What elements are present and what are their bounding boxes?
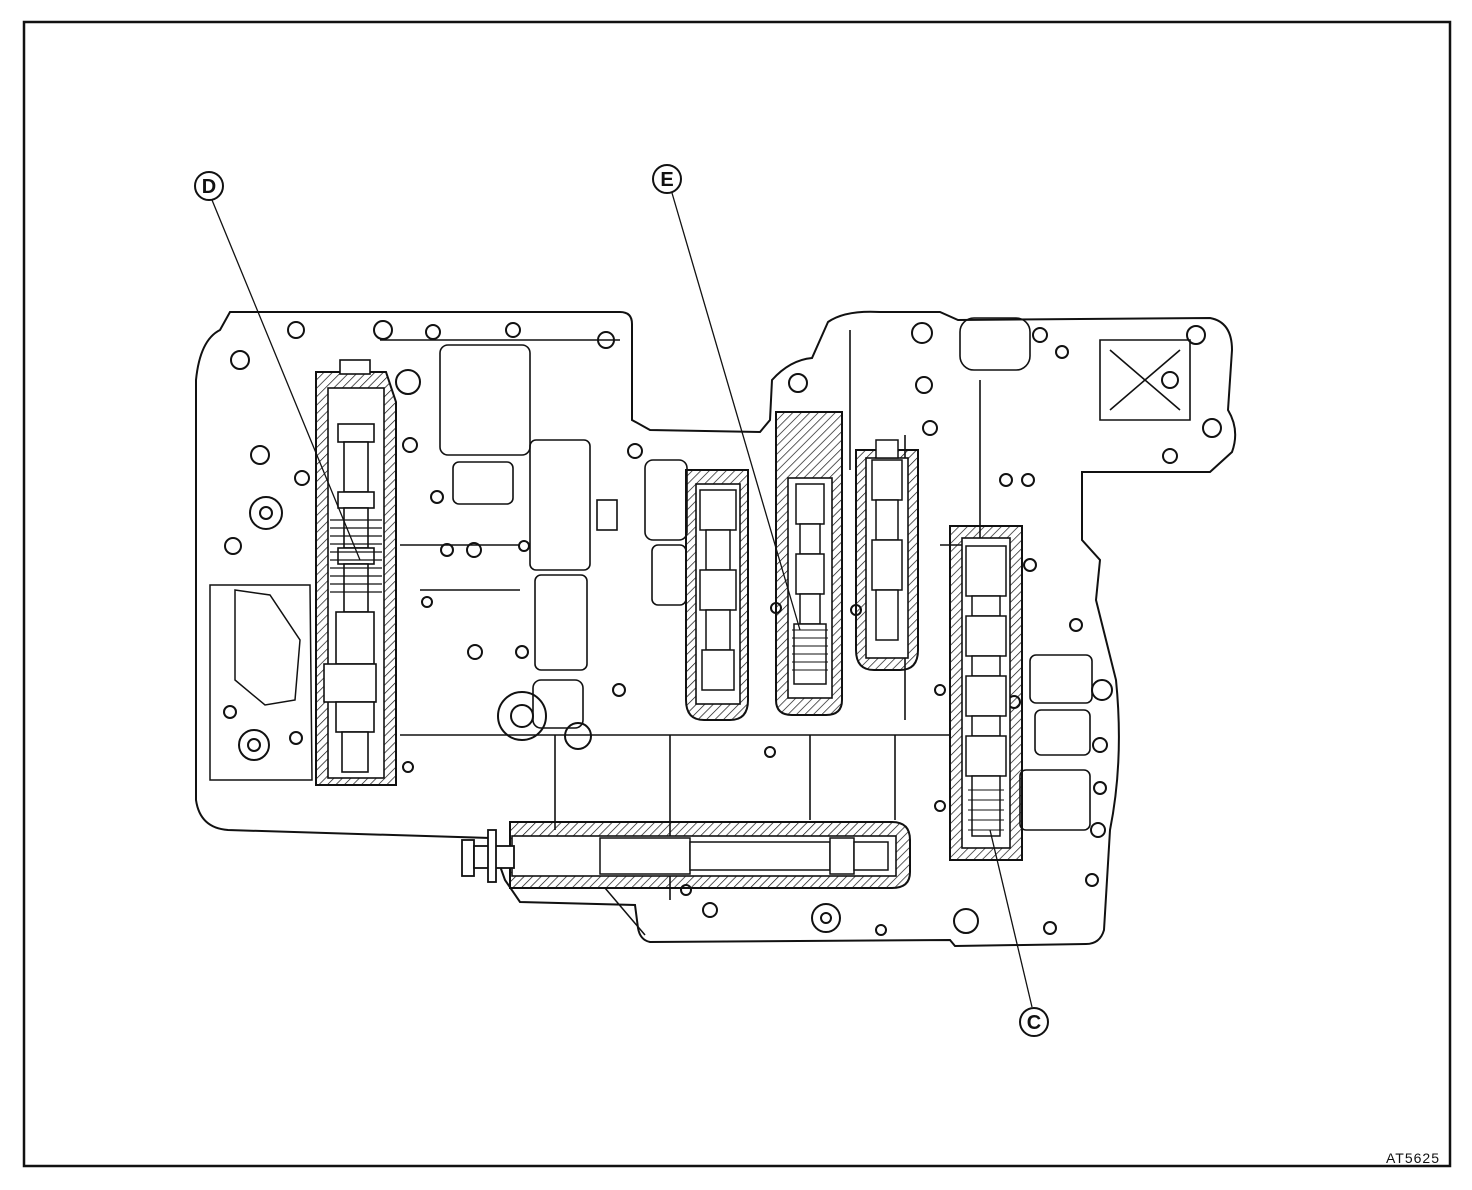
callout-e: E (652, 164, 682, 194)
valve-bore-4 (855, 439, 919, 671)
callout-e-label: E (660, 169, 673, 191)
figure-border (22, 20, 1452, 1168)
valve-bore-2 (685, 469, 749, 721)
leader-lines (211, 192, 1033, 1008)
valve-bore-horizontal (461, 821, 911, 936)
valve-body-outline (195, 310, 1237, 948)
callout-d: D (194, 171, 224, 201)
valve-bore-e (775, 411, 843, 716)
valve-bore-c (949, 525, 1023, 861)
figure-code: AT5625 (1386, 1150, 1440, 1166)
valve-bore-d (315, 359, 397, 786)
bolt-holes (223, 320, 1222, 936)
callout-d-label: D (202, 176, 216, 198)
callout-c: C (1019, 1007, 1049, 1037)
callout-c-label: C (1027, 1012, 1041, 1034)
